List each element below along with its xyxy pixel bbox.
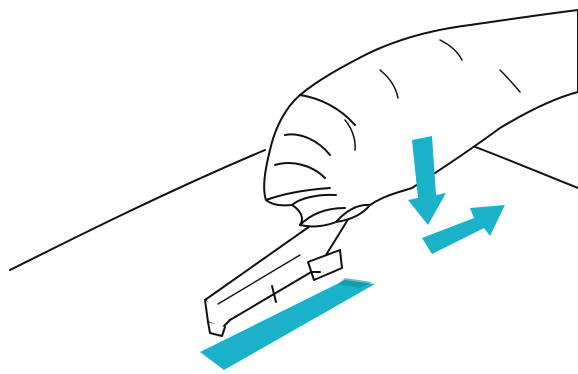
- slot-opening: [338, 278, 372, 288]
- press-down-arrow-icon: [408, 136, 446, 225]
- surface-edge-left: [9, 149, 266, 271]
- slide-right-arrow-icon: [422, 205, 505, 254]
- slot-indicator-icon: [200, 280, 375, 370]
- surface-edge-right: [469, 144, 578, 189]
- hand-icon: [263, 9, 578, 228]
- surface-edge: [9, 144, 578, 271]
